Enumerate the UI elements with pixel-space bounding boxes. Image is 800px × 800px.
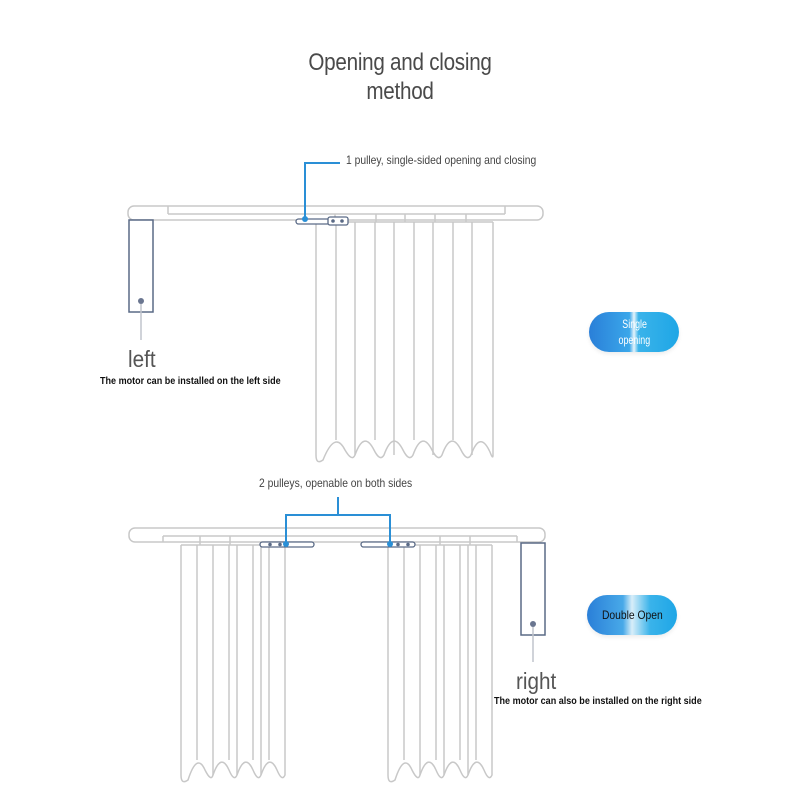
- single-opening-badge-line-2: opening: [618, 333, 650, 347]
- bottom-side-note: The motor can also be installed on the r…: [494, 695, 702, 707]
- bottom-motor-right: [520, 542, 546, 662]
- page-title: Opening and closing method: [271, 48, 529, 106]
- top-side-note: The motor can be installed on the left s…: [100, 375, 281, 387]
- title-line-1: Opening and closing: [308, 49, 492, 76]
- bottom-curtain-panel-right: [387, 536, 493, 783]
- bottom-callout-label: 2 pulleys, openable on both sides: [259, 476, 413, 490]
- bottom-side-word: right: [516, 668, 557, 694]
- single-opening-badge-line-1: Single: [621, 317, 647, 331]
- top-motor-left: [128, 219, 154, 340]
- top-curtain-panel: [315, 214, 494, 463]
- double-open-badge-label: Double Open: [601, 608, 663, 622]
- bottom-curtain-panel-left: [180, 536, 286, 783]
- bottom-curtain-rail: [128, 527, 546, 543]
- top-side-word: left: [128, 346, 156, 372]
- double-open-badge: Double Open: [587, 595, 677, 635]
- title-line-2: method: [366, 78, 434, 105]
- top-callout-connector: [302, 162, 340, 222]
- single-opening-badge: Single opening: [589, 312, 679, 352]
- bottom-callout-connector: [283, 497, 393, 547]
- top-callout-label: 1 pulley, single-sided opening and closi…: [346, 153, 537, 167]
